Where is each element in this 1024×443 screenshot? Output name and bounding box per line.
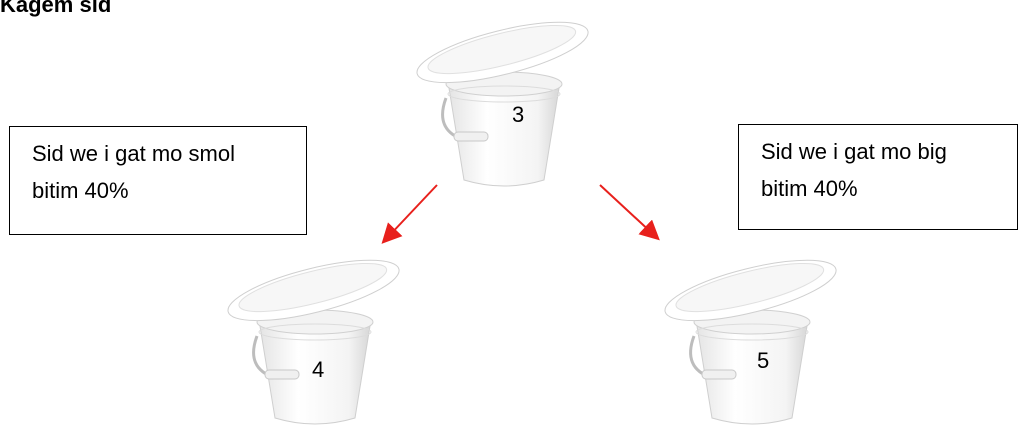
text-box-smaller-line1: Sid we i gat mo smol [32, 141, 235, 166]
text-box-smaller: Sid we i gat mo smol bitim 40% [9, 126, 307, 235]
text-box-smaller-line2: bitim 40% [32, 178, 129, 203]
text-box-bigger-line1: Sid we i gat mo big [761, 139, 947, 164]
bucket-icon-left [215, 258, 415, 438]
arrow-icon-right [599, 184, 660, 241]
bucket-icon-top [404, 20, 604, 200]
arrow-icon-left [381, 184, 438, 244]
text-box-bigger: Sid we i gat mo big bitim 40% [738, 124, 1018, 230]
diagram-title: Kagem sid [0, 0, 112, 17]
bucket-number-right: 5 [757, 348, 770, 373]
text-box-bigger-line2: bitim 40% [761, 176, 858, 201]
bucket-number-top: 3 [512, 102, 525, 127]
bucket-number-left: 4 [312, 357, 325, 382]
bucket-icon-right [652, 258, 852, 438]
